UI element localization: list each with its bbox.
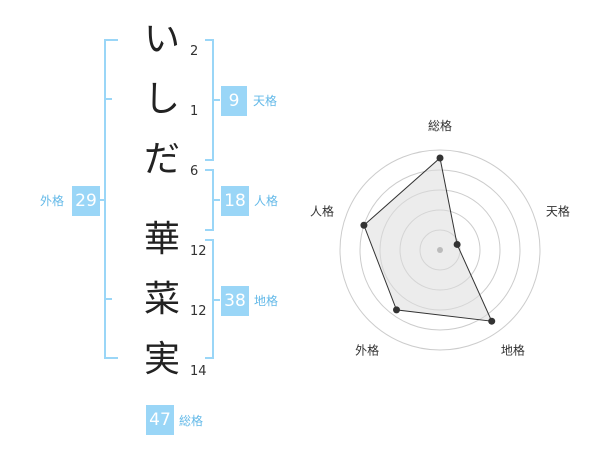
radar-axis-label-4: 外格 [355,342,379,357]
name-char-3: だ [143,139,180,180]
chikaku-badge: 38 [221,286,249,316]
chikaku-label: 地格 [254,294,279,308]
name-char-4: 華 [143,219,180,260]
radar-point-5 [360,221,368,229]
soukaku-badge: 47 [146,405,174,435]
name-char-1: い [143,19,180,60]
name-char-5: 菜 [143,279,180,320]
stroke-count-6: 14 [190,364,207,379]
radar-center-dot [437,247,443,253]
stroke-count-2: 1 [190,104,199,119]
radar-point-2 [453,240,461,248]
soukaku-label: 総格 [179,414,204,428]
radar-axis-label-2: 天格 [546,204,570,219]
radar-axis-label-3: 地格 [501,342,525,357]
radar-axis-label-5: 人格 [310,204,334,219]
gaikaku-bracket [104,39,118,359]
radar-point-4 [393,306,401,314]
radar-point-3 [488,317,496,325]
radar-point-1 [436,154,444,162]
tenkaku-label: 天格 [253,94,278,108]
gaikaku-badge: 29 [72,186,100,216]
name-char-6: 実 [143,339,180,380]
stroke-count-5: 12 [190,304,207,319]
stroke-count-4: 12 [190,244,207,259]
gaikaku-label: 外格 [40,194,65,208]
jinkaku-badge: 18 [221,186,249,216]
stroke-count-3: 6 [190,164,199,179]
radar-area [363,157,493,322]
stroke-count-1: 2 [190,44,199,59]
jinkaku-label: 人格 [254,194,279,208]
name-char-2: し [143,79,180,120]
radar-axis-label-1: 総格 [428,118,452,133]
tenkaku-badge: 9 [221,86,247,116]
